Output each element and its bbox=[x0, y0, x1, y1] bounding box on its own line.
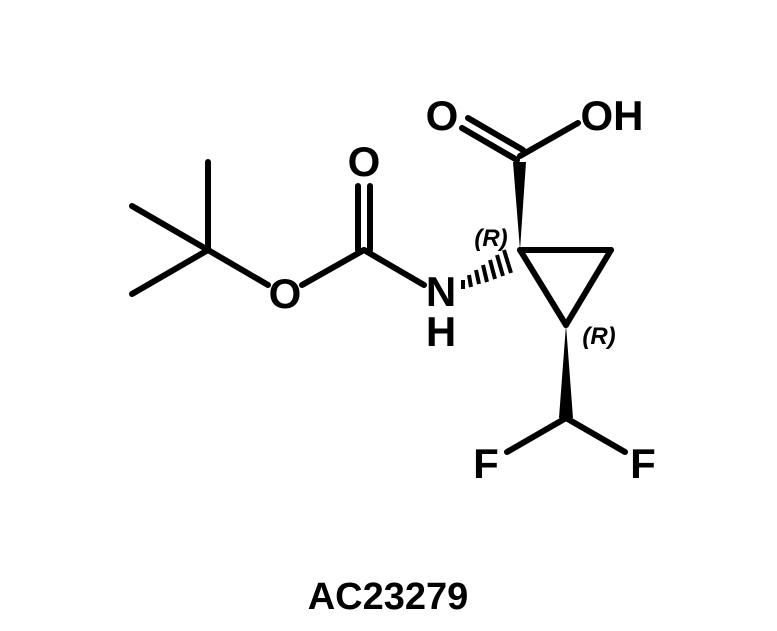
bond-ester-oxygen-to-carbonyl bbox=[299, 247, 367, 288]
hashed-wedge-bond bbox=[461, 249, 513, 289]
bond-carbonyl-to-nitrogen bbox=[361, 247, 427, 288]
atom-amide-nitrogen: N bbox=[426, 268, 456, 315]
atom-carbamate-carbonyl-oxygen: O bbox=[348, 138, 381, 185]
bond-cf-left bbox=[504, 415, 569, 455]
bond-acid-to-hydroxyl bbox=[517, 120, 581, 159]
atom-amide-hydrogen: H bbox=[426, 308, 456, 355]
bond-ring-c3-c2 bbox=[563, 247, 614, 328]
atom-ester-oxygen: O bbox=[269, 270, 302, 317]
atom-fluorine-left: F bbox=[473, 440, 499, 487]
atom-fluorine-right: F bbox=[630, 440, 656, 487]
bond-ring-c1-c2 bbox=[517, 247, 569, 328]
atom-acid-carbonyl-oxygen: O bbox=[426, 92, 459, 139]
bond-cf-right bbox=[563, 415, 628, 455]
bond-tbu-methyl-lower-left bbox=[129, 247, 211, 297]
bond-tbu-to-ester-oxygen bbox=[205, 247, 271, 288]
solid-wedge-to-difluoromethyl bbox=[559, 325, 573, 418]
solid-wedge-to-carboxyl bbox=[513, 162, 526, 250]
bond-acid-double-a bbox=[459, 125, 520, 163]
stereo-label-c1: (R) bbox=[474, 225, 507, 252]
bond-acid-double-b bbox=[465, 115, 526, 153]
bond-tbu-methyl-upper-left bbox=[129, 203, 211, 253]
stereo-label-c2: (R) bbox=[582, 323, 615, 350]
atom-acid-hydroxyl: OH bbox=[581, 92, 644, 139]
compound-id-caption: AC23279 bbox=[308, 576, 469, 618]
